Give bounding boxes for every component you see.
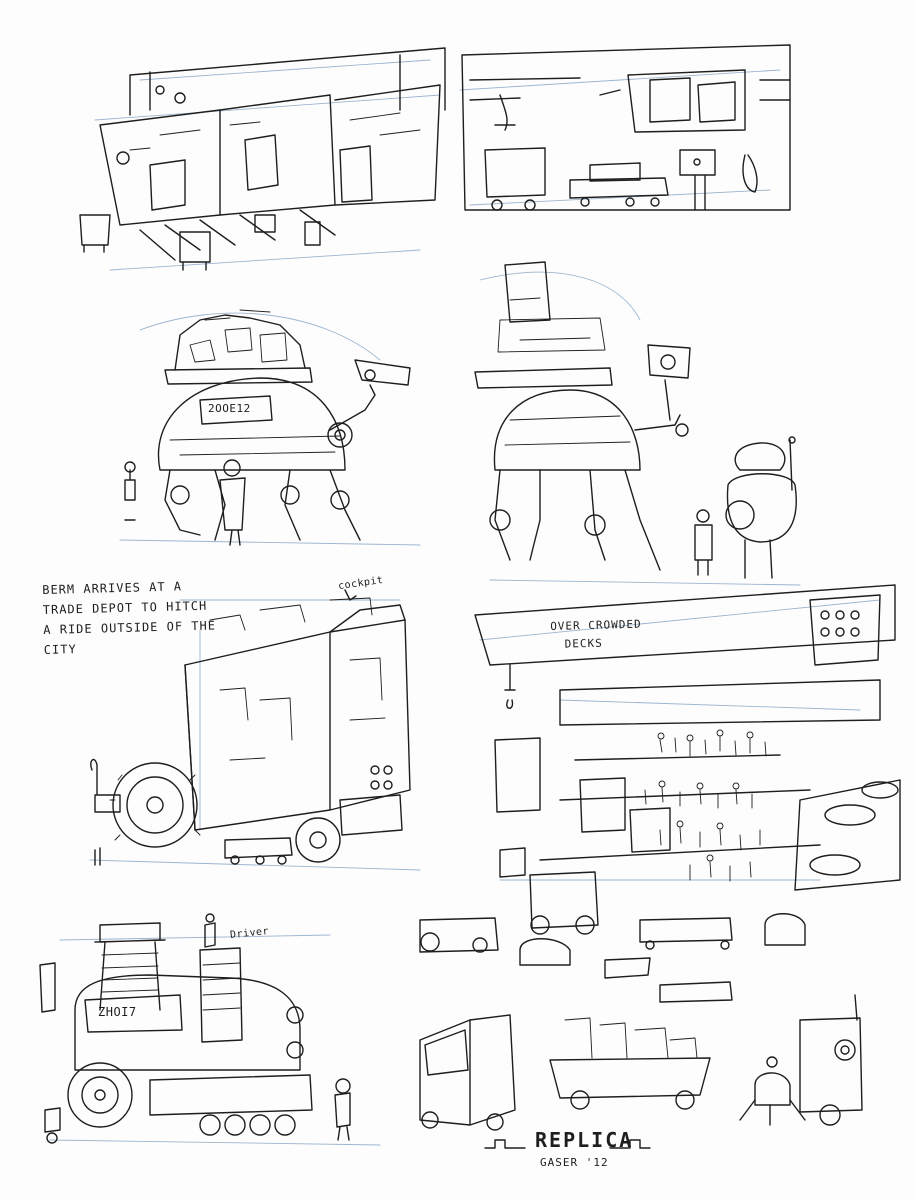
signature-author: GASER '12 (540, 1156, 609, 1169)
depot-caption: BERM ARRIVES AT A TRADE DEPOT TO HITCH A… (42, 575, 217, 659)
sketch-cargo-walker (474, 261, 801, 586)
sketch-crowded-decks (419, 584, 901, 1003)
sketch-locomotive (39, 913, 381, 1146)
sketch-box-truck (89, 589, 421, 871)
signature-title: REPLICA (535, 1128, 634, 1152)
signature-flourish (484, 1139, 651, 1149)
decks-caption-line: DECKS (564, 636, 603, 651)
sketch-station-interior (459, 44, 791, 211)
decks-caption: OVER CROWDED DECKS (550, 616, 642, 654)
vehicle-plate-2: ZHOI7 (98, 1005, 137, 1019)
decks-caption-line: OVER CROWDED (550, 617, 642, 633)
vehicle-plate-1: 2OOE12 (208, 402, 251, 415)
sketch-dome-walker (119, 309, 421, 546)
sketch-town-street (79, 47, 446, 271)
sketch-bottom-vehicles (419, 994, 863, 1131)
